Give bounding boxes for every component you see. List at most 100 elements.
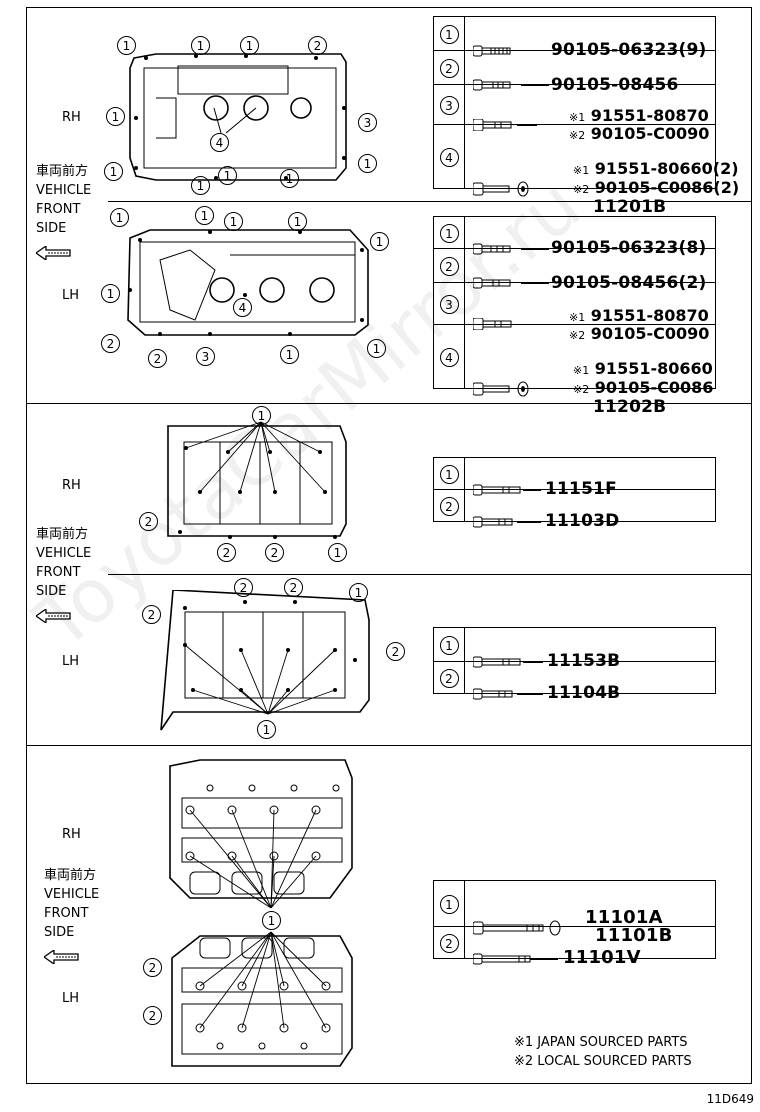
item-number: 1 [439,464,459,484]
item-number: 1 [439,24,459,44]
callout-1: 1 [280,169,299,188]
callout-1: 1 [106,107,125,126]
rh-label: RH [62,478,81,493]
rh-lh-divider-1 [108,201,752,202]
bolt-icon [473,656,521,667]
bolt-icon [473,484,521,495]
rh-head-cover-drawing [129,53,347,181]
callout-4: 4 [233,298,252,317]
callout-2: 2 [308,36,327,55]
table-row: 2 11101V [433,926,716,968]
rh-label: RH [62,110,81,125]
part-number: 91551-80660 [594,358,713,378]
callout-1: 1 [358,154,377,173]
table-row: 1 90105-06323(8) [433,216,716,258]
item-number: 4 [439,147,459,167]
table-row: 3 ※1 91551-80870 ※2 90105-C0090 [433,84,716,143]
callout-1: 1 [218,166,237,185]
callout-2: 2 [143,1006,162,1025]
table-row: 1 90105-06323(9) [433,16,716,60]
bolt-icon [473,79,511,90]
item-number: 3 [439,294,459,314]
part-number: 91551-80870 [590,305,709,325]
table-row: 4 ※1 91551-80660 ※2 90105-C0086 11202B [433,324,716,417]
part-number: 11153B [547,650,621,671]
callout-1: 1 [101,284,120,303]
callout-1: 1 [224,212,243,231]
table-row: 1 11151F [433,457,716,499]
table-row: 2 90105-08456(2) [433,248,716,293]
rh-lh-divider-2 [108,574,752,575]
callout-3: 3 [196,347,215,366]
item-number: 4 [439,347,459,367]
part-number: 90105-C0086 [594,377,714,397]
callout-1: 1 [328,543,347,562]
bolt-icon [473,516,513,527]
bolt-icon [473,688,513,699]
rh-camshaft-housing-drawing [167,421,347,539]
part-number: 91551-80870 [590,105,709,125]
callout-2: 2 [386,642,405,661]
callout-1: 1 [262,911,281,930]
table-row: 3 ※1 91551-80870 ※2 90105-C0090 [433,282,716,343]
part-number: 91551-80660(2) [594,158,739,178]
callout-1: 1 [195,206,214,225]
part-number: 11101V [563,946,641,968]
rh-camshaft-housing-bolt-table: 1 11151F 2 11103D [433,457,716,531]
part-number: 90105-06323(9) [551,39,707,60]
item-number: 2 [439,668,459,688]
callout-2: 2 [284,578,303,597]
bolt-icon [473,277,511,288]
item-number: 2 [439,58,459,78]
section-divider-2 [26,745,752,746]
part-number: 90105-C0090 [590,323,710,343]
bolt-icon [473,45,511,56]
cylinder-head-bolt-table: 1 11101A 11101B 2 11101V [433,880,716,968]
callout-2: 2 [142,605,161,624]
part-number: 90105-08456(2) [551,272,707,293]
callout-4: 4 [210,133,229,152]
table-row: 4 ※1 91551-80660(2) ※2 90105-C0086(2) 11… [433,124,739,217]
section-divider-1 [26,403,752,404]
table-row: 2 11104B [433,661,716,703]
front-arrow-icon [36,609,71,623]
part-number: 90105-C0090 [590,123,710,143]
callout-2: 2 [234,578,253,597]
callout-1: 1 [288,212,307,231]
part-number: 90105-08456 [551,74,679,95]
figure-code: 11D649 [706,1092,754,1106]
callout-1: 1 [104,162,123,181]
callout-2: 2 [148,349,167,368]
rh-cylinder-head-drawing [169,759,353,908]
table-row: 1 11153B [433,627,716,671]
bolt-with-collar-icon [473,381,529,396]
callout-1: 1 [367,339,386,358]
lh-label: LH [62,288,80,303]
part-number: 11201B [593,196,667,217]
item-number: 1 [439,894,459,914]
part-number: 11101A [585,906,663,928]
item-number: 1 [439,223,459,243]
callout-1: 1 [110,208,129,227]
footnote-japan-sourced: ※1 JAPAN SOURCED PARTS [514,1035,688,1050]
table-row: 2 11103D [433,489,716,531]
table-row: 2 90105-08456 [433,50,716,95]
lh-head-cover-bolt-table: 1 90105-06323(8) 2 90105-08456(2) 3 ※1 9… [433,216,716,417]
bolt-icon [473,118,512,131]
footnote-local-sourced: ※2 LOCAL SOURCED PARTS [514,1054,692,1069]
table-row: 1 11101A 11101B [433,880,716,946]
lh-label: LH [62,654,80,669]
callout-1: 1 [240,36,259,55]
item-number: 2 [439,496,459,516]
part-number: 11151F [545,478,617,499]
rh-head-cover-bolt-table: 1 90105-06323(9) 2 90105-08456 3 ※1 9155… [433,16,739,217]
callout-3: 3 [358,113,377,132]
callout-1: 1 [280,345,299,364]
callout-2: 2 [143,958,162,977]
part-number: 90105-06323(8) [551,237,707,258]
part-number: 90105-C0086(2) [594,177,740,197]
callout-1: 1 [370,232,389,251]
